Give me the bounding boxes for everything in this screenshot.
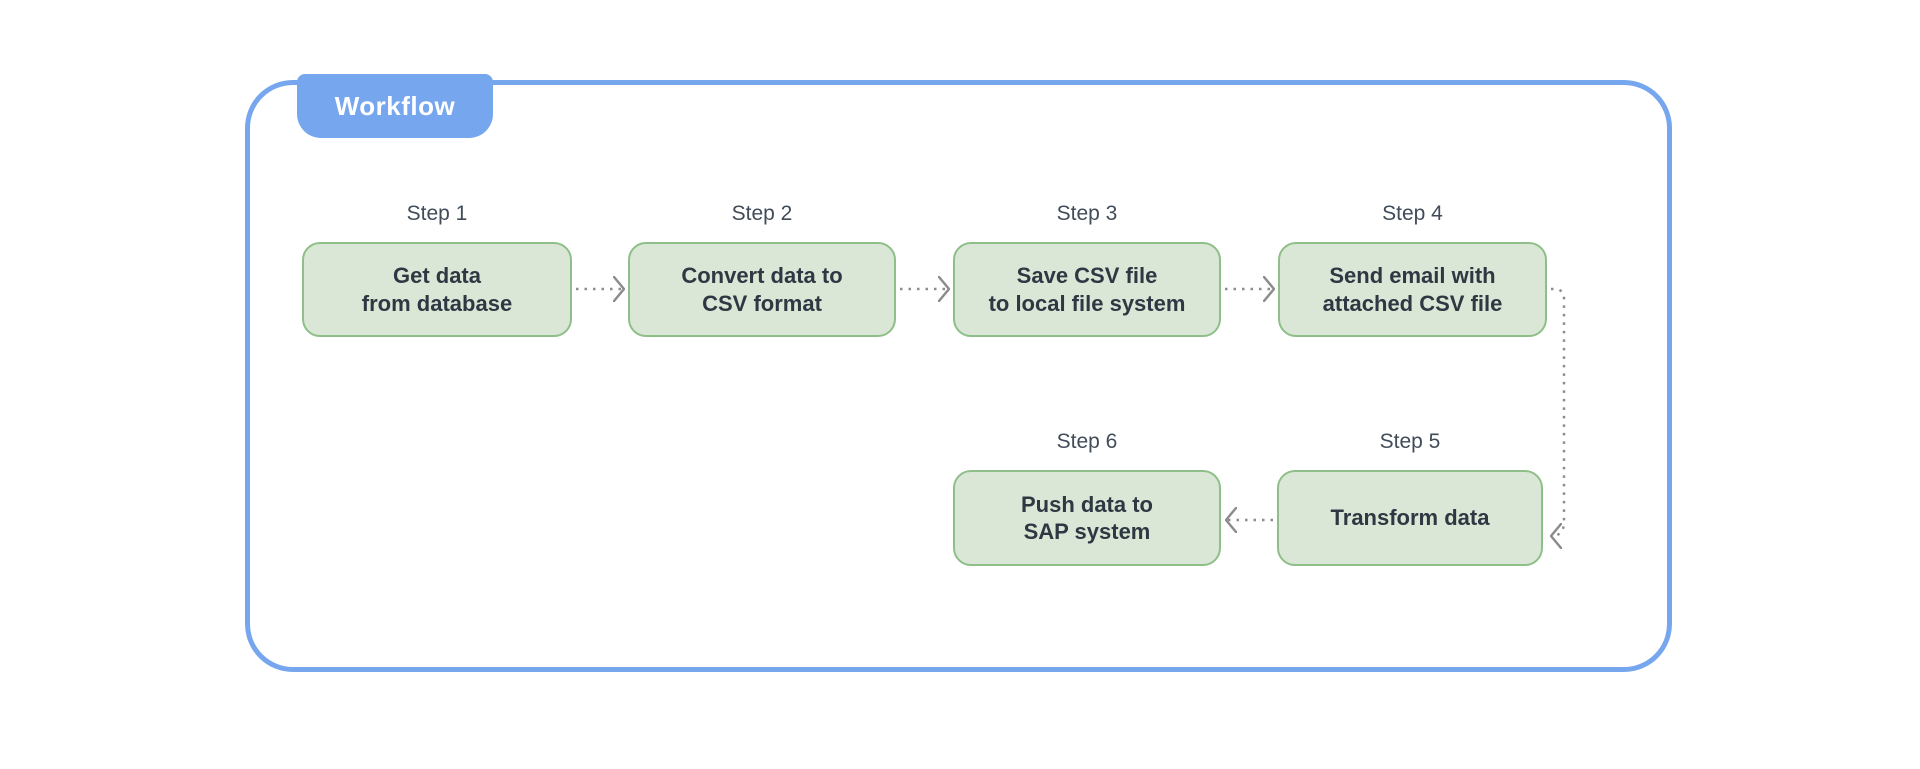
step-2-title: Convert data to CSV format <box>681 263 843 316</box>
step-4-label: Step 4 <box>1382 202 1443 225</box>
workflow-step-6: Step 6 Push data to SAP system <box>953 430 1221 566</box>
step-5-label: Step 5 <box>1379 430 1441 453</box>
workflow-tab-label: Workflow <box>334 90 456 121</box>
step-5-node[interactable]: Transform data <box>1277 470 1543 566</box>
step-1-label: Step 1 <box>406 202 468 225</box>
workflow-step-1: Step 1 Get data from database <box>302 202 572 337</box>
workflow-step-4: Step 4 Send email with attached CSV file <box>1278 202 1547 337</box>
step-6-node[interactable]: Push data to SAP system <box>953 470 1221 566</box>
step-6-label: Step 6 <box>1056 430 1118 453</box>
workflow-step-2: Step 2 Convert data to CSV format <box>628 202 896 337</box>
step-1-title: Get data from database <box>361 263 513 316</box>
workflow-container <box>245 80 1672 672</box>
step-5-title: Transform data <box>1330 505 1490 531</box>
step-2-node[interactable]: Convert data to CSV format <box>628 242 896 337</box>
workflow-step-3: Step 3 Save CSV file to local file syste… <box>953 202 1221 337</box>
step-4-title: Send email with attached CSV file <box>1322 263 1503 316</box>
step-1-node[interactable]: Get data from database <box>302 242 572 337</box>
step-3-node[interactable]: Save CSV file to local file system <box>953 242 1221 337</box>
step-4-node[interactable]: Send email with attached CSV file <box>1278 242 1547 337</box>
step-6-title: Push data to SAP system <box>1020 491 1153 545</box>
step-2-label: Step 2 <box>731 202 793 225</box>
step-3-label: Step 3 <box>1056 202 1118 225</box>
step-3-title: Save CSV file to local file system <box>988 263 1186 316</box>
workflow-step-5: Step 5 Transform data <box>1277 430 1543 566</box>
workflow-tab: Workflow <box>297 74 493 138</box>
